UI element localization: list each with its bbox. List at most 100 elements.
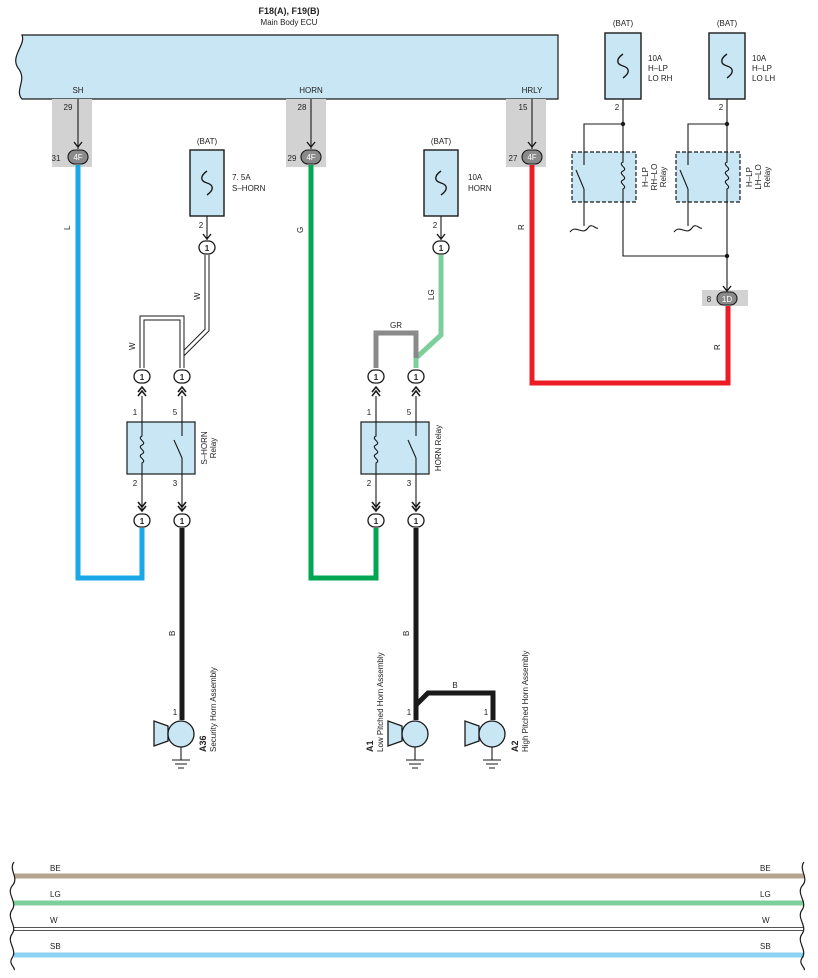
security-horn xyxy=(153,720,195,769)
hlp-lh-lo-label-2: LH–LO xyxy=(754,164,763,189)
high-horn-code: A2 xyxy=(510,740,520,752)
s-horn-relay-pin-1: 1 xyxy=(133,408,138,417)
horn-relay xyxy=(360,421,430,475)
wire-gr-label: GR xyxy=(390,321,402,330)
legend-row-be: BE BE xyxy=(14,864,804,879)
legend-lg-left: LG xyxy=(50,890,61,899)
wire-b2-label: B xyxy=(402,631,411,636)
horn-relay-in-conn-1-label: 1 xyxy=(374,373,379,382)
hlp-rh-lo-label-2: RH–LO xyxy=(650,164,659,191)
horn-relay-pin-1: 1 xyxy=(367,408,372,417)
hlp-lh-lo-label-1: H–LP xyxy=(745,167,754,187)
fuse-s-horn-connector-label: 1 xyxy=(205,244,210,253)
security-horn-pin: 1 xyxy=(173,708,178,717)
fuse-horn-pin: 2 xyxy=(433,221,438,230)
wire-r-label: R xyxy=(517,224,526,230)
wire-w2-outer xyxy=(139,315,185,368)
connector-4f-sh-label: 4F xyxy=(73,153,82,162)
wire-l xyxy=(75,165,145,581)
legend-be-right: BE xyxy=(760,864,771,873)
junction-1d-connector xyxy=(716,291,738,306)
high-horn-pin: 1 xyxy=(484,708,489,717)
s-horn-chev-5-icon xyxy=(177,386,187,397)
conn-pin-horn: 29 xyxy=(288,154,297,163)
hlp-rh-lo-label-1: H–LP xyxy=(641,167,650,187)
hlp-rh-lo-cut-icon xyxy=(569,225,599,233)
wire-w2-label: W xyxy=(128,342,137,350)
fuse-s-horn-connector xyxy=(198,240,216,255)
legend-row-lg: LG LG xyxy=(14,890,804,906)
wire-b1-label: B xyxy=(168,631,177,636)
fuse-s-horn-name: S–HORN xyxy=(232,184,266,193)
low-horn-pin: 1 xyxy=(407,708,412,717)
horn-relay-coil-icon xyxy=(373,422,379,474)
wire-g-label: G xyxy=(296,227,305,233)
wire-w2-fill xyxy=(140,316,184,368)
horn-relay-in-conn-5-label: 1 xyxy=(414,373,419,382)
s-horn-chev-1-icon xyxy=(137,386,147,397)
s-horn-relay-coil-icon xyxy=(139,422,145,474)
security-horn-icon xyxy=(153,720,169,747)
fuse-hlp-rh-pin: 2 xyxy=(615,103,620,112)
wire-r2-label: R xyxy=(713,344,722,350)
wire-l-label: L xyxy=(63,225,72,230)
wire-w1-label: W xyxy=(193,292,202,300)
wire-lg xyxy=(413,255,444,368)
high-horn xyxy=(464,720,506,769)
connector-4f-horn-label: 4F xyxy=(306,153,315,162)
s-horn-relay-out-conn-2-label: 1 xyxy=(140,517,145,526)
ecu-pin-horn: 28 xyxy=(298,103,307,112)
ecu-connector-title: F18(A), F19(B) xyxy=(258,6,319,16)
fuse-hlp-lh-rating: 10A xyxy=(752,54,767,63)
security-horn-code: A36 xyxy=(198,735,208,752)
horn-relay-out-conn-2-label: 1 xyxy=(374,517,379,526)
connector-4f-hrly-label: 4F xyxy=(527,153,536,162)
low-horn-code: A1 xyxy=(365,740,375,752)
ecu-pin-label-horn: HORN xyxy=(299,86,323,95)
horn-relay-out-conn-3-label: 1 xyxy=(414,517,419,526)
wire-w-fill xyxy=(180,255,209,368)
s-horn-relay-in-conn-1-label: 1 xyxy=(140,373,145,382)
legend-right-break-icon xyxy=(799,861,806,971)
horn-relay-pin-5: 5 xyxy=(407,408,412,417)
high-horn-icon xyxy=(464,720,480,747)
s-horn-relay-pin-3: 3 xyxy=(173,479,178,488)
hlp-rh-lo-coil-icon xyxy=(620,152,626,202)
hlp-lh-lo-switch-icon xyxy=(679,152,689,202)
horn-relay-label: HORN Relay xyxy=(434,425,443,471)
fuse-s-horn-rating: 7. 5A xyxy=(232,173,251,182)
low-horn-icon xyxy=(387,720,403,747)
hlp-lh-lo-coil-icon xyxy=(724,152,730,202)
s-horn-relay-label-2: Relay xyxy=(209,438,218,458)
hlp-coil-return xyxy=(622,202,728,290)
fuse-hlp-lh-bat: (BAT) xyxy=(717,19,738,28)
legend-lg-right: LG xyxy=(760,890,771,899)
conn-pin-sh: 31 xyxy=(52,154,61,163)
fuse-hlp-rh-bat: (BAT) xyxy=(613,19,634,28)
hlp-rh-junction-dot xyxy=(620,121,626,127)
fuse-horn-bat: (BAT) xyxy=(431,137,452,146)
main-body-ecu xyxy=(15,34,559,100)
legend-w-left: W xyxy=(50,916,58,925)
wire-b3-label: B xyxy=(452,681,457,690)
fuse-hlp-lh-pin: 2 xyxy=(719,103,724,112)
s-horn-relay-in-conn-5-label: 1 xyxy=(180,373,185,382)
high-horn-name: High Pitched Horn Assembly xyxy=(521,651,530,752)
ecu-pin-sh: 29 xyxy=(64,103,73,112)
junction-1d-pin: 8 xyxy=(707,295,712,304)
horn-relay-switch-icon xyxy=(407,422,417,474)
ecu-pin-label-hrly: HRLY xyxy=(522,86,543,95)
horn-chev-1-icon xyxy=(371,386,381,397)
s-horn-relay-in-conn-5 xyxy=(173,369,191,384)
connector-4f-hrly xyxy=(521,149,543,165)
legend-row-sb: SB SB xyxy=(14,942,804,958)
s-horn-relay-in-conn-1 xyxy=(133,369,151,384)
fuse-hlp-lh-line2: LO LH xyxy=(752,74,775,83)
legend-sb-right: SB xyxy=(760,942,771,951)
s-horn-relay xyxy=(126,421,196,475)
s-horn-relay-pin-2: 2 xyxy=(133,479,138,488)
low-horn-name: Low Pitched Horn Assembly xyxy=(376,652,385,752)
fuse-hlp-rh-line2: LO RH xyxy=(648,74,673,83)
ecu-name: Main Body ECU xyxy=(261,18,318,27)
